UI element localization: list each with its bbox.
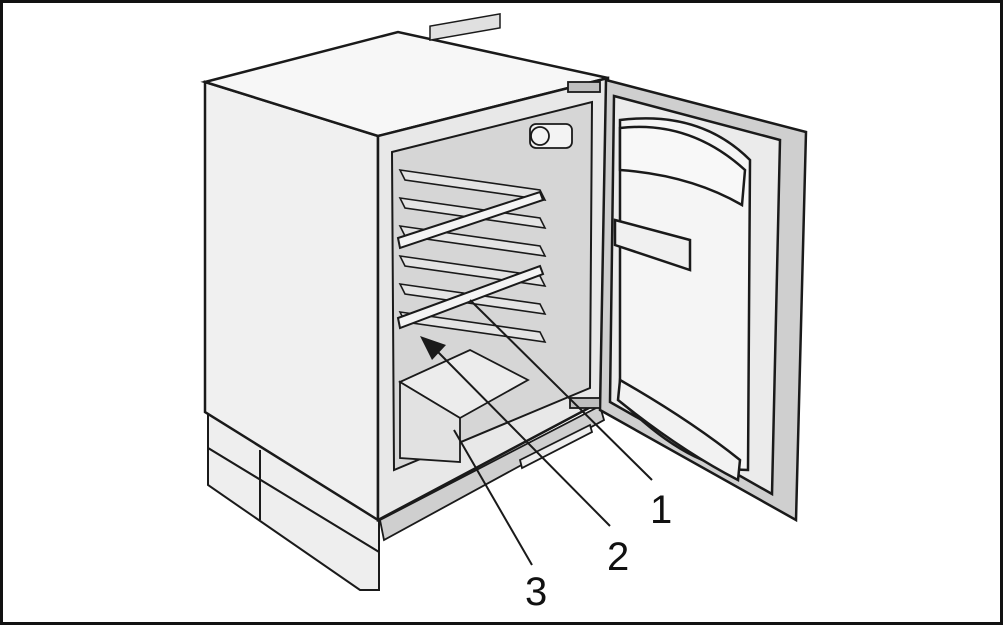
callout-2: 2 — [607, 535, 629, 579]
door — [598, 78, 808, 523]
hinge — [567, 81, 601, 409]
door-bottle-rack — [616, 377, 742, 482]
top-vent — [429, 12, 501, 42]
glass-shelf — [396, 190, 545, 330]
door-balcony-top — [618, 125, 747, 208]
light-icon — [529, 123, 573, 149]
door-balcony-small — [613, 218, 692, 272]
arrowhead — [420, 336, 446, 360]
callout-3: 3 — [525, 570, 547, 614]
callout-1: 1 — [650, 488, 672, 532]
bottom-trim — [378, 404, 606, 542]
callout-lines — [437, 299, 653, 566]
